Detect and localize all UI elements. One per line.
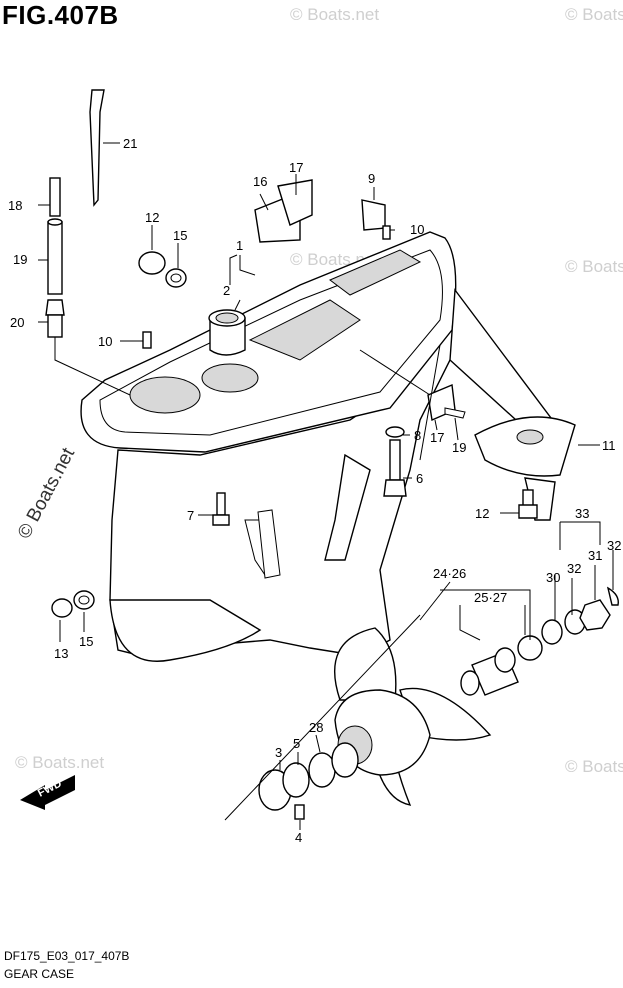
- speedometer-hose-assembly: [45, 177, 65, 338]
- drain-plug-lower: [51, 590, 95, 618]
- callout-33: 33: [575, 506, 589, 521]
- watermark: © Boats.net: [290, 5, 379, 24]
- callout-29: 30: [546, 570, 560, 585]
- watermark-strong: © Boats.net: [14, 444, 80, 542]
- callout-15-lower: 15: [79, 634, 93, 649]
- callout-20: 18: [8, 198, 22, 213]
- figure-title: FIG.407B: [2, 0, 119, 30]
- callout-19: 17: [289, 160, 303, 175]
- callout-17: 19: [452, 440, 466, 455]
- callout-4: 4: [295, 830, 302, 845]
- callout-9: 9: [368, 171, 375, 186]
- tie-strap: [89, 89, 105, 207]
- bolt-and-washer: [383, 426, 407, 497]
- callout-18: 16: [253, 174, 267, 189]
- bolt-12: [518, 489, 538, 519]
- callout-24-26: 24·26: [433, 566, 466, 581]
- cap-and-pin: [142, 199, 391, 349]
- callout-1: 1: [236, 238, 243, 253]
- callout-25-27: 25·27: [474, 590, 507, 605]
- thrust-parts: [258, 742, 359, 820]
- watermark: © Boats.net: [565, 5, 623, 24]
- grommet-parts: [254, 179, 313, 243]
- gear-case-body: [80, 231, 561, 662]
- prop-bushing: [460, 635, 543, 696]
- figure-code: DF175_E03_017_407B: [4, 949, 130, 963]
- seal-housing: [208, 309, 246, 356]
- callout-15: 15: [173, 228, 187, 243]
- callout-11: 11: [602, 438, 616, 453]
- watermark: © Boats.net: [565, 757, 623, 776]
- callout-32: 32: [607, 538, 621, 553]
- fwd-arrow-icon: FWD: [20, 775, 75, 810]
- callout-8: 8: [414, 428, 421, 443]
- callout-10-upper: 10: [410, 222, 424, 237]
- callout-30: 31: [588, 548, 602, 563]
- drain-plug-upper: [138, 251, 187, 288]
- callout-28: 28: [309, 720, 323, 735]
- bolt-7: [212, 492, 230, 526]
- callout-16: 17: [430, 430, 444, 445]
- callout-2: 2: [223, 283, 230, 298]
- watermark: © Boats.net: [565, 257, 623, 276]
- trim-tab: [474, 416, 576, 521]
- callout-6: 6: [416, 471, 423, 486]
- watermark: © Boats.net: [15, 753, 104, 772]
- callout-31: 32: [567, 561, 581, 576]
- callout-22: 20: [10, 315, 24, 330]
- callout-21: 19: [13, 252, 27, 267]
- leader-lines: [38, 142, 614, 830]
- callout-5: 5: [293, 736, 300, 751]
- callout-14: 13: [54, 646, 68, 661]
- callout-13: 12: [145, 210, 159, 225]
- prop-nut-set: [541, 586, 619, 645]
- anode-block: [427, 383, 466, 422]
- callout-3: 3: [275, 745, 282, 760]
- callout-23: 21: [123, 136, 137, 151]
- callout-10: 10: [98, 334, 112, 349]
- callout-12: 12: [475, 506, 489, 521]
- propeller: [333, 627, 492, 806]
- callout-7: 7: [187, 508, 194, 523]
- callout-labels: 21 16 17 9 18 12 15 1 10 19 2 20 10 8 11…: [8, 136, 621, 845]
- figure-name: GEAR CASE: [4, 967, 75, 981]
